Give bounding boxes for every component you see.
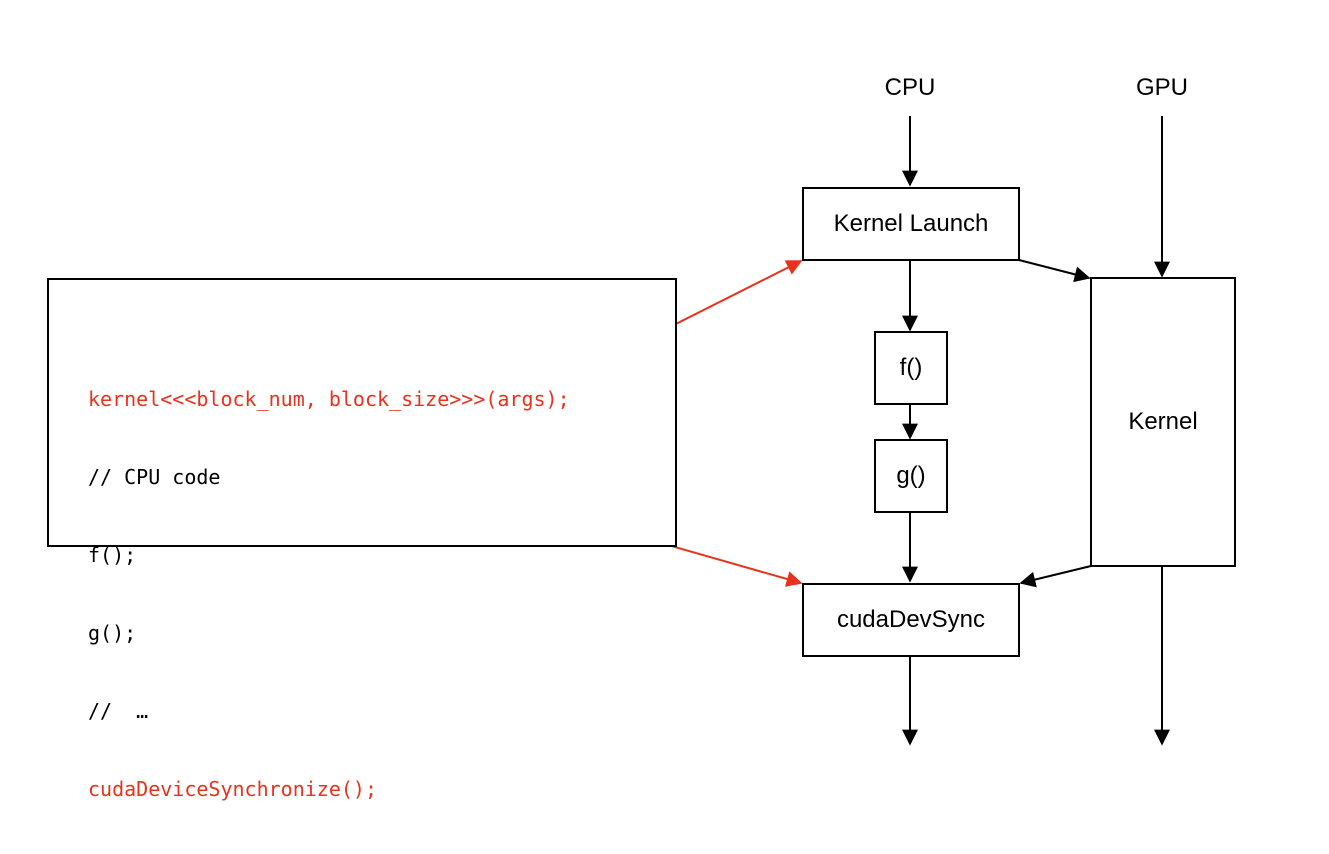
kernel-launch-node: Kernel Launch: [802, 187, 1020, 261]
cpu-lane-label: CPU: [884, 74, 936, 101]
f-call-node: f(): [874, 331, 948, 405]
code-line-g: g();: [88, 621, 137, 645]
cuda-dev-sync-node: cudaDevSync: [802, 583, 1020, 657]
code-line-f: f();: [88, 543, 137, 567]
code-line-kernel-launch: kernel<<<block_num, block_size>>>(args);: [88, 387, 570, 411]
code-box: kernel<<<block_num, block_size>>>(args);…: [47, 278, 677, 801]
code-line-ellipsis: // …: [88, 699, 149, 723]
code-line-comment: // CPU code: [88, 465, 221, 489]
code-line-sync: cudaDeviceSynchronize();: [88, 777, 377, 801]
code-listing: kernel<<<block_num, block_size>>>(args);…: [88, 334, 570, 854]
kernel-node: Kernel: [1090, 277, 1236, 567]
gpu-lane-label: GPU: [1135, 74, 1188, 101]
g-call-node: g(): [874, 439, 948, 513]
launch-to-kernel-arrow: [1018, 259, 1091, 283]
kernel-to-sync-arrow: [1019, 565, 1092, 588]
